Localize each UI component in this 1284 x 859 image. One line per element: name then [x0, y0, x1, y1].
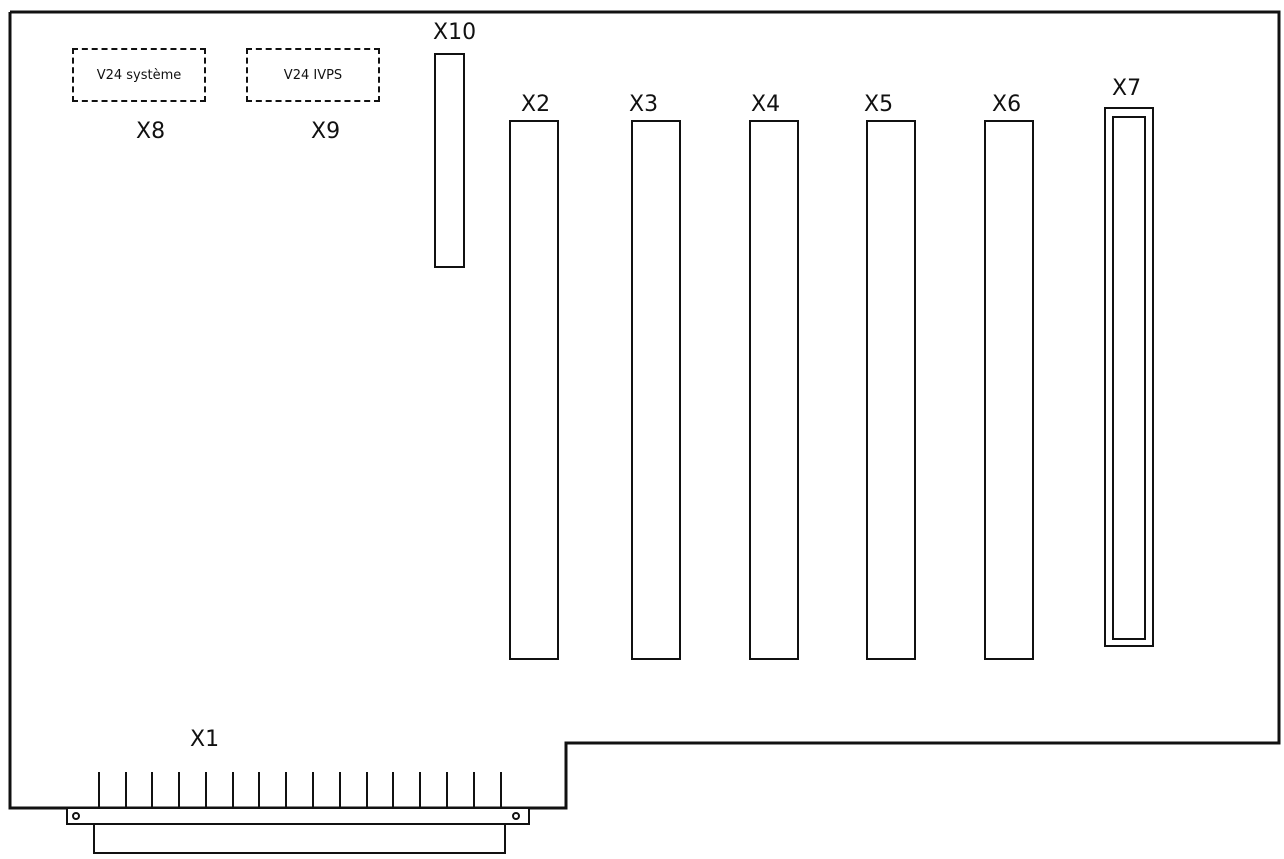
x9-port-text: V24 IVPS [283, 67, 343, 83]
x7-slot-inner [1112, 116, 1146, 640]
x7-slot-outer [1104, 107, 1154, 647]
x6-slot [984, 120, 1034, 660]
x3-label: X3 [629, 92, 659, 117]
x9-label: X9 [311, 119, 341, 144]
x1-pins [98, 772, 502, 807]
x1-bracket [66, 807, 530, 825]
x4-label: X4 [751, 92, 781, 117]
screw-hole-icon [72, 812, 80, 820]
x8-label: X8 [136, 119, 166, 144]
x8-port: V24 système [72, 48, 206, 102]
x2-slot [509, 120, 559, 660]
x10-slot [434, 53, 465, 268]
x6-label: X6 [992, 92, 1022, 117]
x8-port-text: V24 système [96, 67, 182, 83]
x1-label: X1 [190, 727, 220, 752]
x10-label: X10 [433, 20, 477, 45]
x5-slot [866, 120, 916, 660]
x3-slot [631, 120, 681, 660]
x4-slot [749, 120, 799, 660]
x5-label: X5 [864, 92, 894, 117]
x9-port: V24 IVPS [246, 48, 380, 102]
x2-label: X2 [521, 92, 551, 117]
screw-hole-icon [512, 812, 520, 820]
x7-label: X7 [1112, 76, 1142, 101]
x1-plug [93, 823, 506, 854]
